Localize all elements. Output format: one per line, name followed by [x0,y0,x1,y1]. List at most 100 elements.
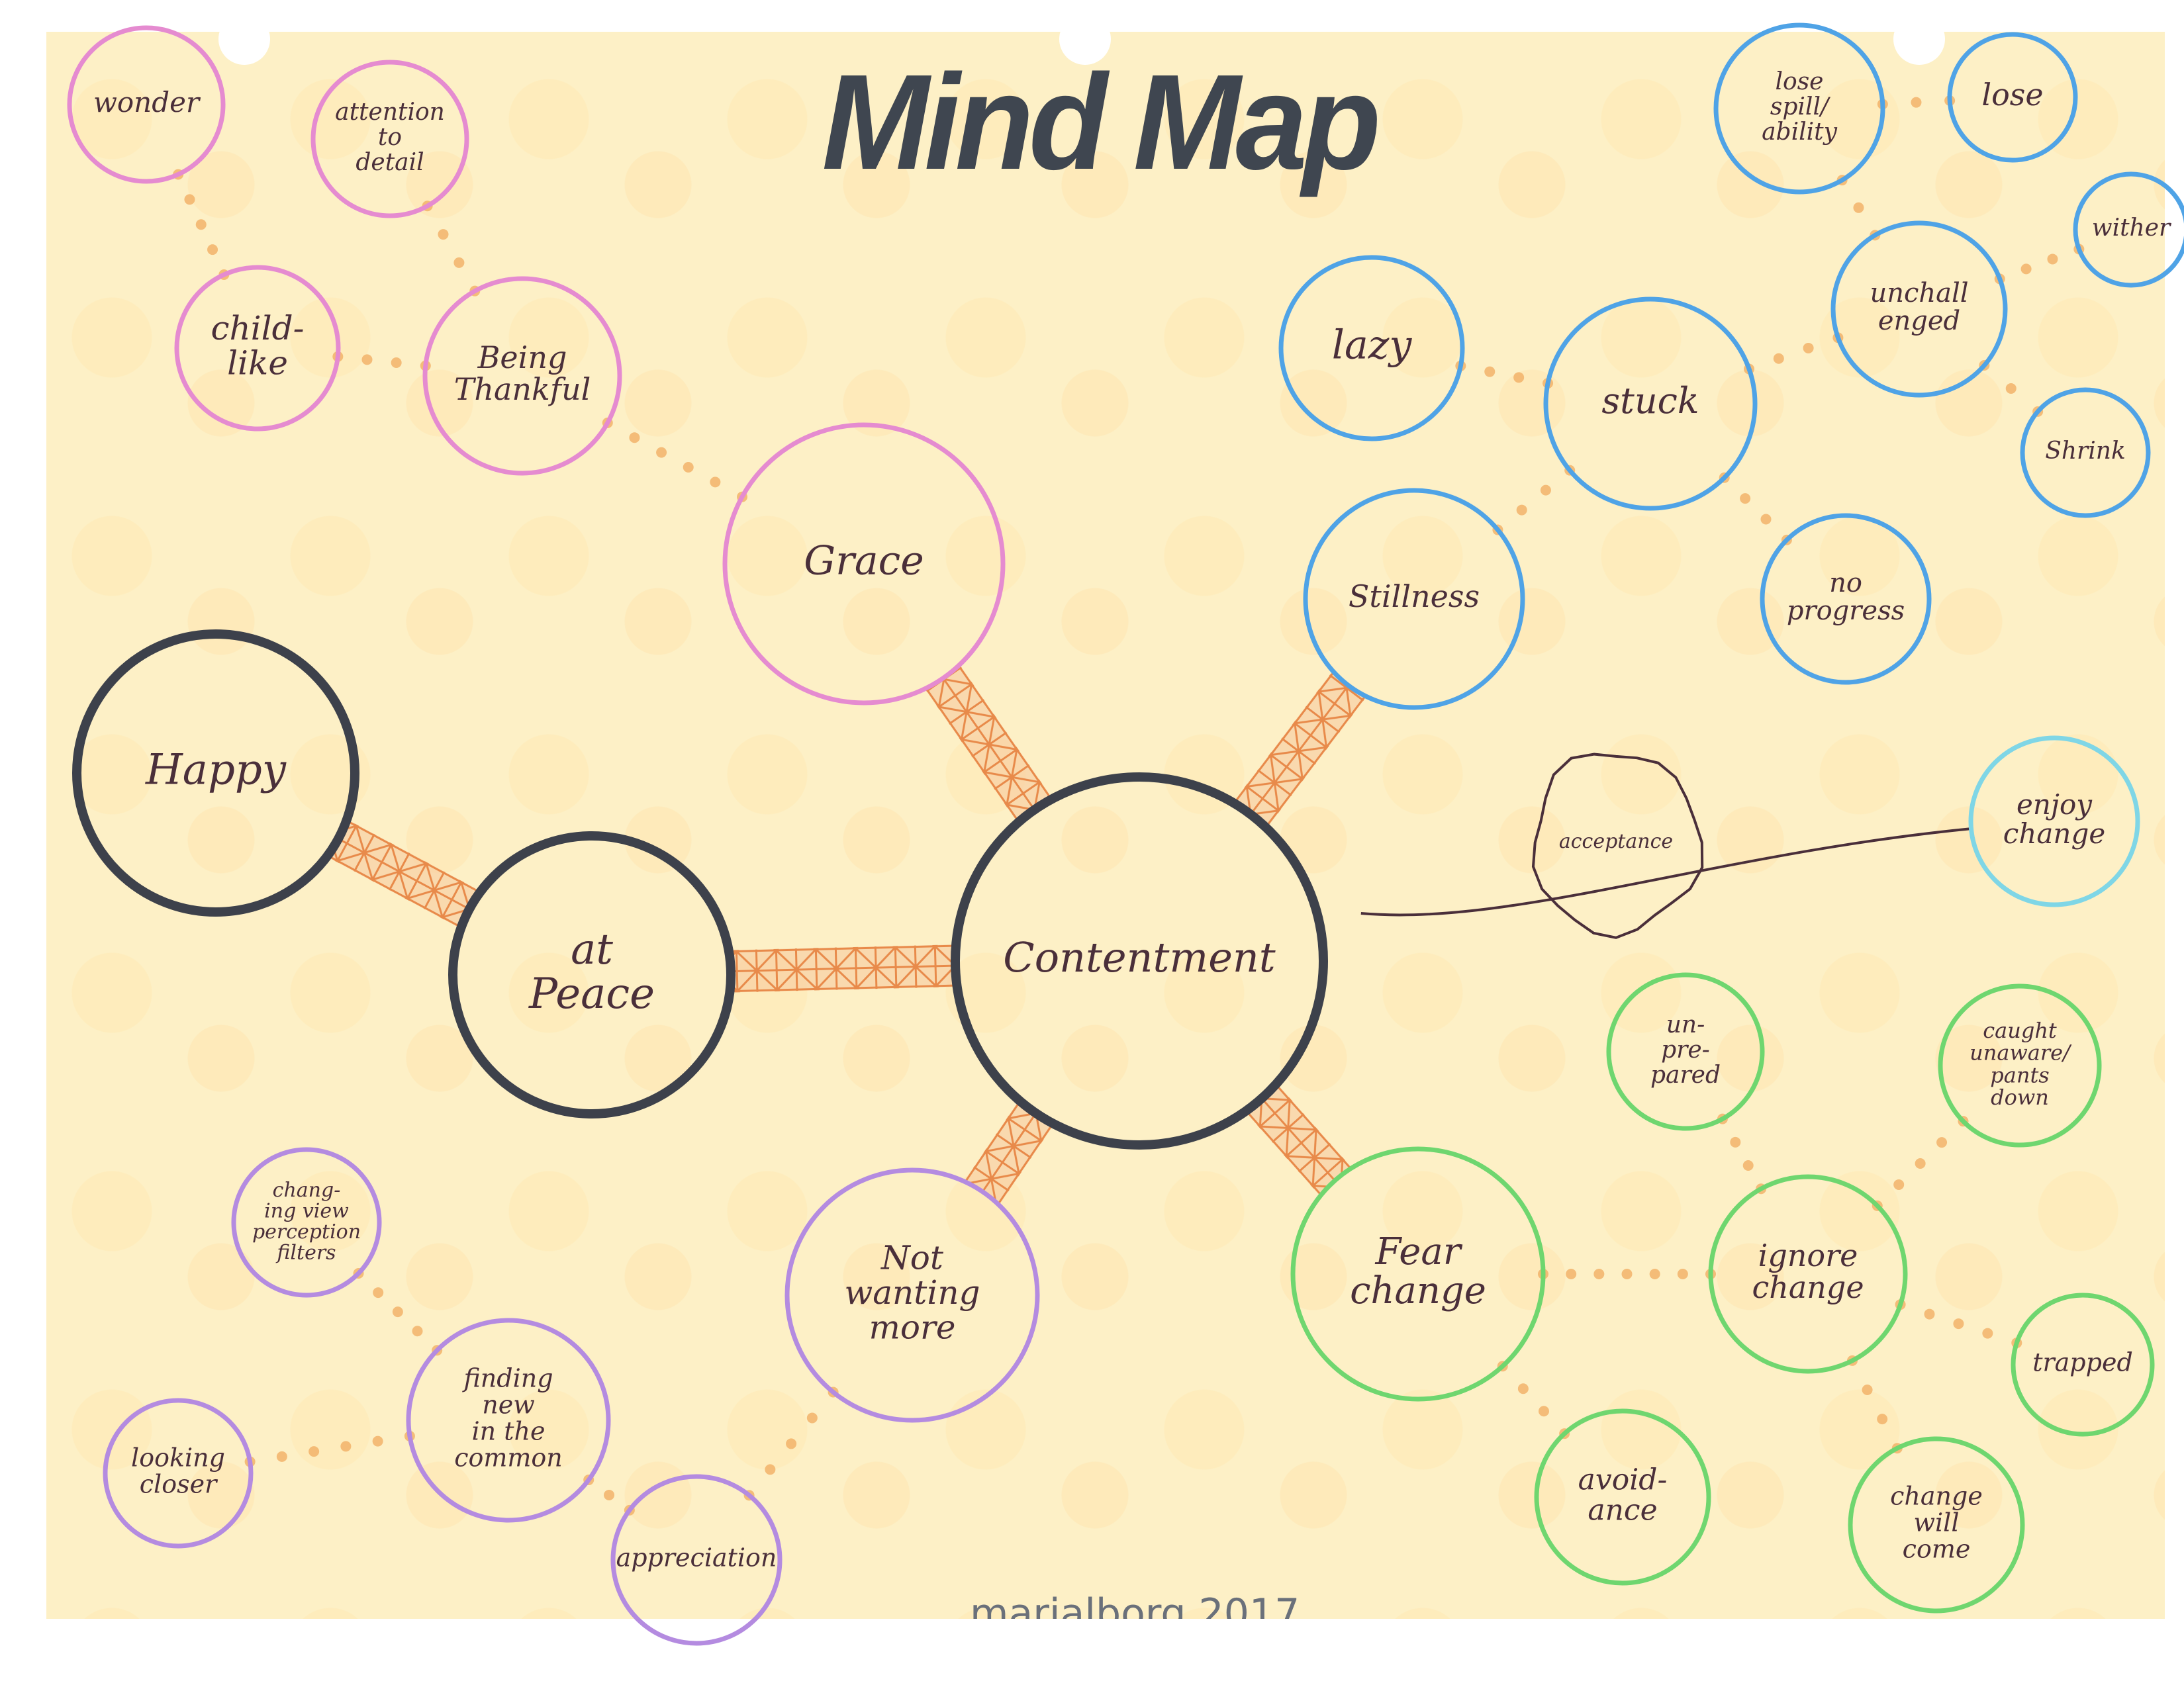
dotted-connector-dot [392,1306,403,1318]
dotted-connector-dot [195,219,207,230]
node-label: unchall [1870,278,1968,308]
node-label: Stillness [1349,578,1480,614]
node-circle [1968,735,2140,907]
dotted-connector-dot [1936,1137,1948,1148]
node-circle [174,265,341,432]
footer-credit: marialborg 2017 [970,1590,1300,1619]
node-circle [1938,983,2102,1148]
dotted-connector-dot [372,1436,383,1447]
dotted-connector-dot [1862,1384,1873,1395]
dotted-connector-dot [207,244,218,255]
node-lose: lose [1947,32,2078,163]
dotted-connector-dot [786,1438,797,1449]
node-circle [951,772,1328,1150]
node-label: change [1752,1269,1864,1305]
node-label: lose [1776,68,1824,95]
lattice-connector-band [1245,1084,1351,1195]
node-label: lazy [1332,322,1413,369]
node-label: Being [477,340,567,375]
dotted-connector-dot [1760,514,1772,525]
node-circle [422,276,622,476]
dotted-connector-dot [1982,1328,1993,1339]
node-label: filters [275,1241,336,1264]
lattice-connector [965,1101,1054,1204]
lattice-connector-band [328,820,480,928]
lattice-connector [1233,672,1366,827]
dotted-connector-dot [629,432,640,443]
node-label: ability [1762,118,1838,146]
node-wonder: wonder [67,25,226,184]
node-acceptance: acceptance [1531,752,1704,939]
dotted-connector-dot [683,461,694,473]
node-label: Happy [145,746,287,795]
dotted-connector-dot [1742,1160,1754,1171]
node-wither: wither [2073,171,2184,288]
dotted-connector-dot [1593,1269,1605,1279]
lattice-connector-band [730,944,956,993]
node-circle [231,1147,382,1298]
node-circle [1534,1408,1711,1586]
dotted-connector-dot [765,1464,776,1475]
lattice-connector [926,666,1052,822]
node-circle [1947,32,2078,163]
node-label: looking [131,1443,225,1473]
node-trapped: trapped [2011,1293,2155,1437]
node-label: in the [472,1416,546,1445]
page-title: Mind Map [822,46,1381,198]
node-stillness: Stillness [1303,488,1525,710]
dotted-connector-dot [1911,97,1922,108]
punch-hole [1059,13,1111,65]
node-label: change [2003,817,2105,850]
node-grace: Grace [722,422,1006,706]
node-circle [1531,752,1704,939]
node-circle [784,1167,1040,1423]
lattice-connector [328,820,480,928]
node-stuck: stuck [1543,296,1758,511]
node-label: to [378,124,402,151]
dotted-connector-dot [1853,202,1864,213]
dotted-connector-dot [806,1412,818,1424]
node-circle [1708,1174,1908,1374]
node-appreciation: appreciation [610,1474,783,1646]
node-label: finding [461,1364,553,1393]
node-happy: Happy [72,629,359,917]
node-label: progress [1787,596,1905,626]
node-label: pants [1990,1062,2049,1087]
node-label: attention [335,99,445,126]
node-label: come [1903,1534,1971,1563]
node-label: unaware/ [1970,1040,2072,1066]
dotted-connector-dot [656,447,667,458]
dotted-connector-dot [1484,366,1496,377]
node-label: like [227,343,288,382]
dotted-connector-dot [1953,1318,1964,1330]
node-label: will [1914,1508,1960,1537]
dotted-connector-dot [2020,263,2032,275]
dotted-connector-dot [1516,504,1527,516]
node-circle [103,1398,254,1549]
node-circle [67,25,226,184]
node-circle [610,1474,783,1646]
node-label: Contentment [1003,933,1276,981]
dotted-connector-dot [453,257,465,268]
node-label: Peace [528,970,655,1019]
node-child-like: child-like [174,265,341,432]
dotted-connector-dot [1740,493,1751,504]
node-circle [1543,296,1758,511]
node-label: more [869,1308,955,1347]
node-unprepared: un-pre-pared [1606,972,1765,1131]
dotted-connector-dot [1540,484,1551,496]
dotted-connector-dot [1893,1179,1905,1190]
node-label: perception [252,1220,361,1244]
mind-map-paper [46,32,2165,1619]
node-label: down [1991,1085,2049,1110]
